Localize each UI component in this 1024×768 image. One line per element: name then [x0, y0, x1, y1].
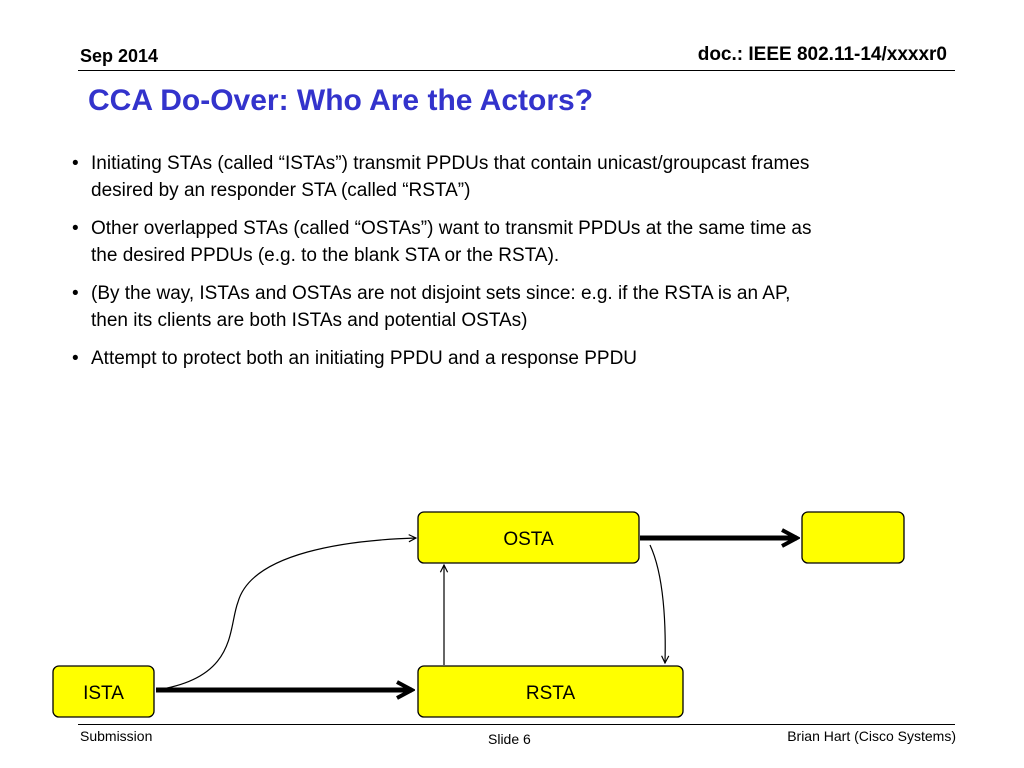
bullet-dot-icon: • — [72, 153, 79, 174]
bullet-dot-icon: • — [72, 348, 79, 369]
bullet-item: • Attempt to protect both an initiating … — [72, 345, 972, 372]
header-date: Sep 2014 — [80, 46, 159, 66]
slide-title: CCA Do-Over: Who Are the Actors? — [88, 84, 594, 117]
osta-node — [417, 511, 640, 564]
bullet-text-line1: Attempt to protect both an initiating PP… — [91, 348, 638, 369]
bullet-item: • (By the way, ISTAs and OSTAs are not d… — [72, 280, 972, 334]
bullet-item: • Initiating STAs (called “ISTAs”) trans… — [72, 150, 972, 204]
bullet-text-line1: Other overlapped STAs (called “OSTAs”) w… — [91, 218, 812, 239]
bullet-text-line1: (By the way, ISTAs and OSTAs are not dis… — [91, 283, 791, 304]
ista-to-osta-curve — [155, 538, 416, 691]
osta-to-rsta-curve — [649, 544, 665, 663]
footer-submission: Submission — [80, 728, 153, 744]
footer-divider — [78, 724, 955, 725]
rsta-label: RSTA — [526, 683, 576, 704]
rsta-node — [417, 665, 684, 718]
osta-label: OSTA — [503, 529, 554, 550]
bullet-text-line1: Initiating STAs (called “ISTAs”) transmi… — [91, 153, 810, 174]
bullet-text-line2: the desired PPDUs (e.g. to the blank STA… — [91, 245, 560, 266]
ista-node — [52, 665, 155, 718]
bullet-list: • Initiating STAs (called “ISTAs”) trans… — [72, 150, 972, 383]
header-doc-id: doc.: IEEE 802.11-14/xxxxr0 — [697, 44, 947, 65]
bullet-text-line2: then its clients are both ISTAs and pote… — [91, 310, 528, 331]
bullet-dot-icon: • — [72, 218, 79, 239]
blank-sta-node — [801, 511, 905, 564]
header-divider — [78, 70, 955, 71]
bullet-text-line2: desired by an responder STA (called “RST… — [91, 180, 471, 201]
footer-slide-number: Slide 6 — [488, 731, 531, 747]
bullet-dot-icon: • — [72, 283, 79, 304]
ista-label: ISTA — [83, 683, 124, 704]
bullet-item: • Other overlapped STAs (called “OSTAs”)… — [72, 215, 972, 269]
footer-author: Brian Hart (Cisco Systems) — [787, 728, 956, 744]
